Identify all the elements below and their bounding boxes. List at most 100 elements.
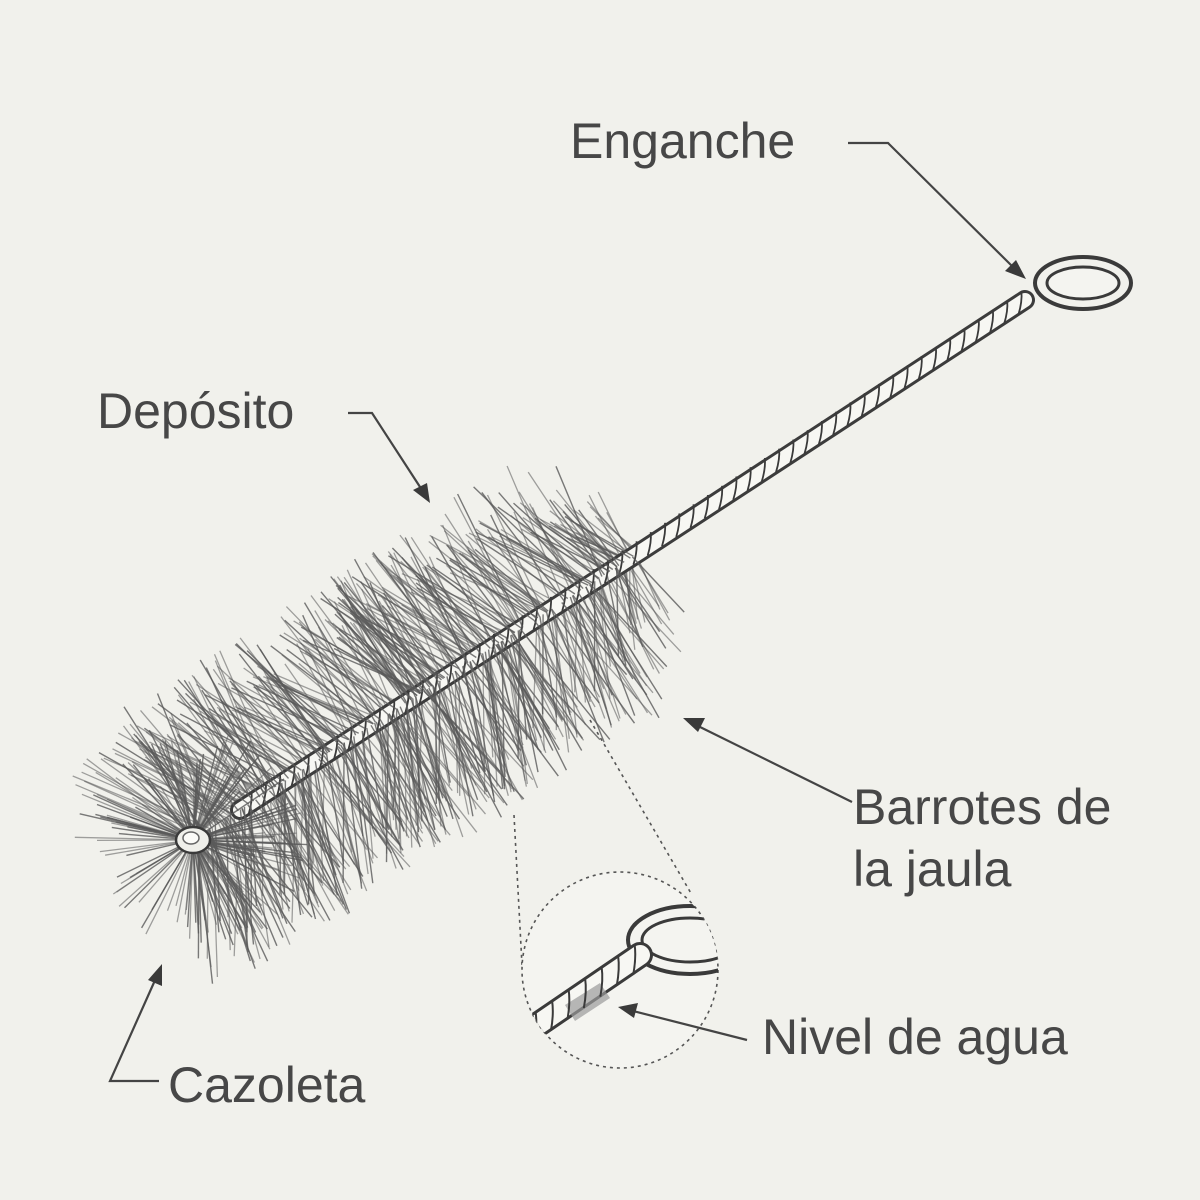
bristle: [384, 716, 395, 821]
bristle: [267, 670, 331, 753]
bristle: [350, 738, 390, 830]
bristle: [293, 774, 348, 910]
bristle: [534, 517, 610, 573]
bristle: [458, 552, 538, 620]
bristle: [224, 818, 291, 903]
wire-twist: [974, 319, 980, 343]
wire-twist: [549, 1000, 554, 1031]
wire-twist: [789, 439, 795, 464]
bristle: [145, 839, 194, 935]
bristle: [513, 502, 599, 580]
bristle: [351, 576, 477, 659]
bristle: [465, 533, 554, 609]
bristle: [467, 549, 548, 613]
bristle: [192, 778, 285, 841]
wire-twist: [582, 977, 587, 1009]
bristle: [449, 559, 535, 621]
bristle: [469, 661, 496, 803]
wire-twist: [490, 633, 495, 658]
leader-cazoleta: [108, 964, 162, 1083]
bristle: [589, 506, 638, 555]
leader-barrotes: [683, 718, 853, 803]
bristle: [533, 619, 600, 704]
bristle: [588, 584, 663, 700]
bristle: [337, 596, 434, 687]
bristle: [405, 702, 420, 833]
bristle: [284, 619, 389, 715]
wire-twist: [760, 457, 766, 482]
bristle: [510, 514, 592, 585]
bristle: [349, 610, 412, 700]
bristle: [569, 596, 612, 726]
wire-twist: [817, 420, 823, 445]
bristle: [183, 679, 261, 798]
bristle: [261, 666, 311, 765]
bristle: [426, 564, 515, 634]
bristle: [257, 675, 330, 753]
label-barrotes: Barrotes de la jaula: [853, 779, 1112, 897]
bristle: [339, 744, 404, 851]
label-nivel-de-agua: Nivel de agua: [762, 1009, 1068, 1065]
bristle: [451, 672, 481, 774]
bristle: [237, 707, 333, 751]
bristle: [374, 722, 405, 832]
bristle: [388, 555, 516, 634]
wire-twist: [646, 532, 652, 556]
wire-twist: [333, 735, 339, 760]
bristle: [192, 839, 295, 893]
bristle: [195, 837, 214, 984]
bristle: [378, 720, 421, 848]
bristle: [505, 637, 601, 741]
bristle: [598, 578, 628, 662]
bristle: [333, 647, 422, 694]
bristle: [615, 567, 620, 656]
bristle: [310, 595, 397, 710]
bristle: [361, 731, 374, 859]
bristle: [246, 650, 343, 745]
bristle: [548, 525, 614, 571]
bristle: [631, 556, 685, 613]
bristle: [493, 645, 527, 766]
label-cazoleta: Cazoleta: [168, 1057, 366, 1113]
bristle: [471, 659, 559, 777]
bristle: [303, 602, 377, 723]
wire-twist: [247, 791, 253, 815]
bristle: [393, 552, 452, 675]
bristle: [458, 668, 525, 767]
bristle: [359, 581, 433, 687]
bristle: [341, 743, 401, 845]
bristle: [506, 537, 591, 585]
bristle: [461, 553, 541, 617]
bristle: [423, 690, 501, 772]
wire-twist: [615, 955, 620, 986]
detail-zoom-inset: [513, 719, 719, 1069]
bristle: [469, 661, 515, 792]
bristle: [378, 720, 393, 838]
bristle: [436, 682, 479, 801]
bristle: [256, 644, 329, 754]
bristle: [192, 804, 297, 841]
bristle: [617, 566, 631, 634]
bristle: [519, 628, 611, 740]
wire-twist: [718, 485, 724, 510]
bristle: [336, 636, 418, 697]
bristle: [273, 673, 381, 720]
bristle: [381, 605, 450, 676]
bristle: [151, 706, 267, 794]
hanging-loop: [1033, 255, 1133, 311]
bristle: [391, 711, 429, 822]
label-deposito: Depósito: [97, 383, 295, 439]
bristle: [564, 515, 631, 559]
wire-twist: [632, 944, 637, 975]
bristle: [173, 686, 266, 794]
bristle: [473, 486, 582, 591]
bristle: [476, 537, 569, 600]
bristle: [192, 839, 261, 913]
bristle: [454, 670, 522, 751]
bristle: [439, 680, 534, 781]
bristle: [279, 634, 397, 710]
bristle: [585, 586, 660, 719]
wire-twist: [566, 989, 571, 1020]
bristle: [588, 494, 624, 564]
bristle: [192, 839, 233, 934]
